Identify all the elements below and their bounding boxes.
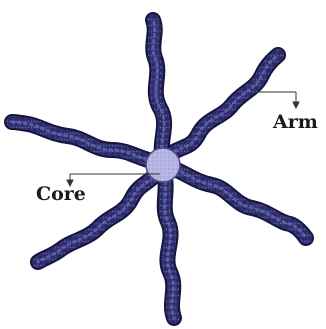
- core-label: Core: [36, 183, 86, 205]
- arm-label: Arm: [272, 111, 318, 133]
- core-circle: [146, 148, 180, 182]
- arm-pointer: [254, 92, 299, 108]
